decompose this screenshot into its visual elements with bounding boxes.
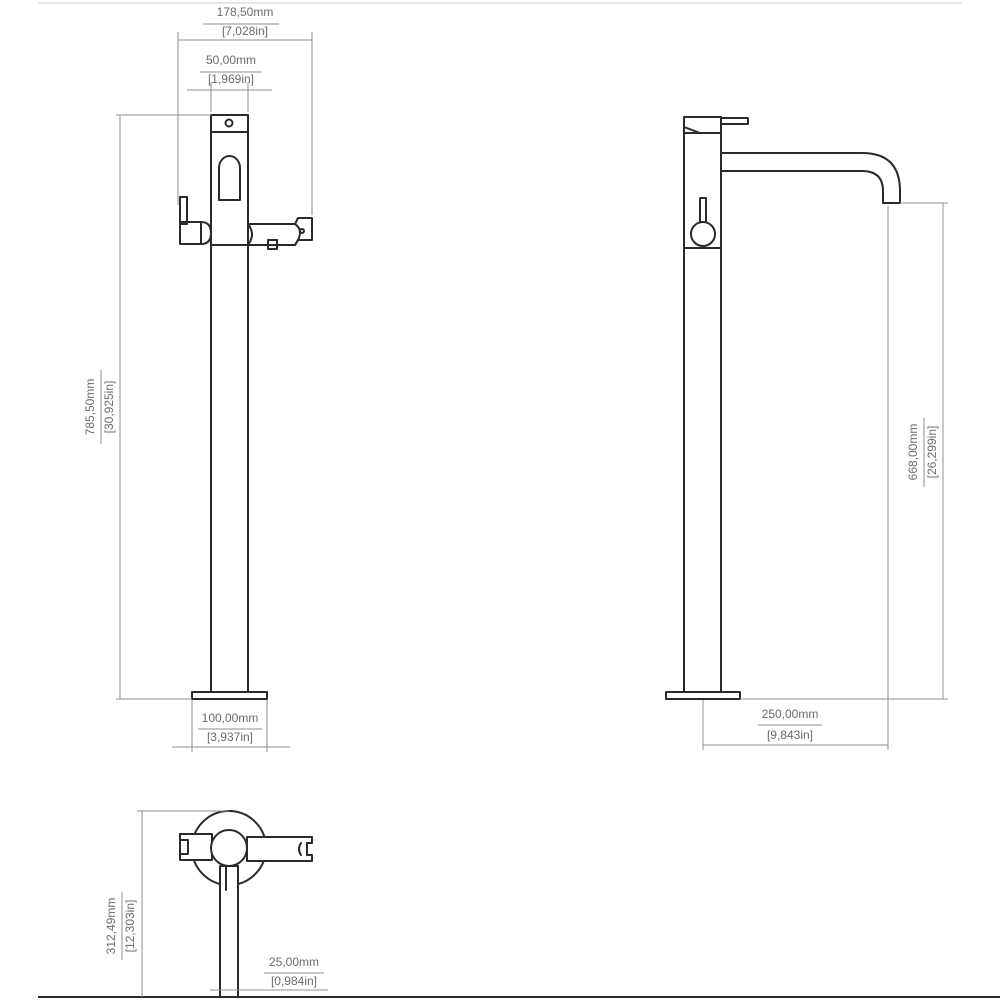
dim-top-depth-in: [12,303in] <box>123 900 137 953</box>
front-slot <box>218 155 241 201</box>
dim-front-base-width-mm: 100,00mm <box>202 711 259 725</box>
dim-top-pipe-width-in: [0,984in] <box>271 974 317 988</box>
dim-side-spout-height-mm: 668,00mm <box>906 424 920 481</box>
dim-front-base-width: 100,00mm [3,937in] <box>172 700 290 752</box>
dim-front-base-width-in: [3,937in] <box>207 730 253 744</box>
side-view: 668,00mm [26,299in] 250,00mm [9,843in] <box>665 116 948 750</box>
dim-front-overall-width-mm: 178,50mm <box>217 5 274 19</box>
dim-top-depth: 312,49mm [12,303in] <box>104 810 229 997</box>
side-top-lever <box>720 117 749 125</box>
front-left-lever-block <box>179 221 202 245</box>
dim-front-overall-width-in: [7,028in] <box>222 24 268 38</box>
dim-side-spout-reach-in: [9,843in] <box>767 728 813 742</box>
dim-top-depth-mm: 312,49mm <box>104 898 118 955</box>
front-top-hole <box>224 118 234 128</box>
front-base-plate <box>191 691 268 700</box>
dim-front-height: 785,50mm [30,925in] <box>83 114 211 700</box>
front-column <box>210 114 249 693</box>
front-holder-arm <box>247 217 313 246</box>
top-view: 312,49mm [12,303in] 25,00mm [0,984in] <box>104 810 328 998</box>
side-base-plate <box>665 691 741 700</box>
dim-front-overall-width: 178,50mm [7,028in] <box>177 5 313 215</box>
top-column-circle <box>210 829 248 867</box>
side-column <box>683 132 722 693</box>
side-spout <box>720 152 901 204</box>
dim-front-body-width-mm: 50,00mm <box>206 53 256 67</box>
dim-side-spout-reach: 250,00mm [9,843in] <box>702 206 889 750</box>
dim-side-spout-height-in: [26,299in] <box>925 426 939 479</box>
dim-side-spout-height: 668,00mm [26,299in] <box>740 202 948 700</box>
side-knob <box>690 221 716 247</box>
top-pipe <box>219 865 239 998</box>
top-holder-arm <box>246 836 313 862</box>
dim-front-height-in: [30,925in] <box>102 381 116 434</box>
dim-front-height-mm: 785,50mm <box>83 379 97 436</box>
dim-front-body-width: 50,00mm [1,969in] <box>187 53 272 112</box>
dim-top-pipe-width-mm: 25,00mm <box>269 955 319 969</box>
dim-front-body-width-in: [1,969in] <box>208 72 254 86</box>
dim-side-spout-reach-mm: 250,00mm <box>762 707 819 721</box>
dim-top-pipe-width: 25,00mm [0,984in] <box>210 955 328 991</box>
side-top-cap <box>683 116 722 134</box>
front-view: 178,50mm [7,028in] 50,00mm [1,969in] 785… <box>83 5 313 752</box>
